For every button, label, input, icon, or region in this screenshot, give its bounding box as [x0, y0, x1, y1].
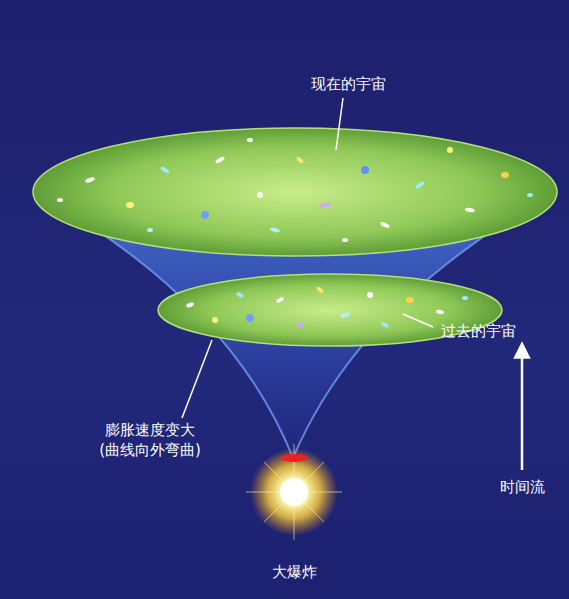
text-label: 过去的宇宙	[441, 321, 516, 341]
text-label: 大爆炸	[272, 562, 317, 582]
time-arrow	[521, 350, 524, 470]
leader-line	[182, 340, 212, 418]
leader-line	[336, 98, 343, 150]
present-universe-disc	[33, 128, 557, 256]
galaxies	[57, 138, 533, 242]
big-bang-point	[280, 454, 308, 462]
text-label: 现在的宇宙	[311, 74, 386, 94]
text-label: 时间流	[500, 477, 545, 497]
galaxies	[186, 286, 468, 329]
text-label: 膨胀速度变大 (曲线向外弯曲)	[85, 420, 215, 461]
leader-line	[403, 314, 433, 327]
